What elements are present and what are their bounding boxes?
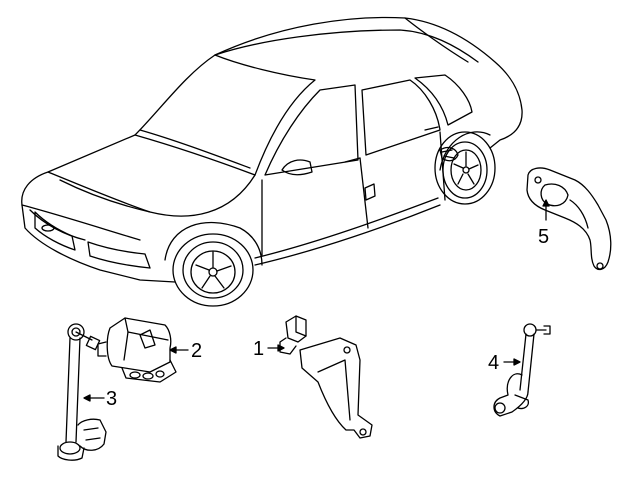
part-1-bracket <box>299 337 373 439</box>
part-4-link <box>493 323 551 417</box>
callout-5: 5 <box>538 226 549 248</box>
callout-2: 2 <box>191 340 202 362</box>
callout-4: 4 <box>488 352 499 374</box>
callout-1: 1 <box>253 338 264 360</box>
callout-3: 3 <box>106 388 117 410</box>
car-illustration <box>21 16 523 307</box>
part-5-bracket <box>526 167 612 271</box>
part-3-link-rod <box>57 323 107 461</box>
part-2-sensor <box>97 317 177 383</box>
part-1-sensor <box>279 315 307 355</box>
